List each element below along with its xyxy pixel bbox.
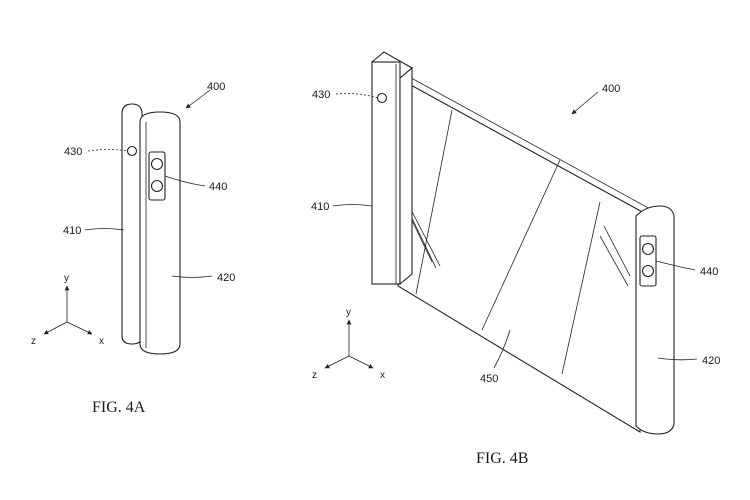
housing-420-b bbox=[635, 205, 675, 435]
label-440-b: 440 bbox=[700, 266, 718, 278]
leader-440-a bbox=[164, 175, 206, 187]
label-440-a: 440 bbox=[209, 181, 227, 193]
housing-420-a bbox=[139, 111, 181, 355]
fig-4b-leaders bbox=[332, 91, 698, 369]
display-reflection-2 bbox=[481, 159, 561, 331]
axis-label-x-b: x bbox=[380, 370, 385, 381]
axis-x-a bbox=[66, 321, 93, 335]
leader-420-b bbox=[657, 357, 698, 361]
axis-z-a bbox=[43, 321, 68, 335]
leader-400-b bbox=[571, 91, 599, 115]
fig-4a-leaders bbox=[84, 89, 213, 278]
leader-440-b bbox=[655, 260, 696, 271]
label-420-a: 420 bbox=[217, 272, 235, 284]
label-430-a: 430 bbox=[64, 146, 82, 158]
display-450 bbox=[397, 77, 647, 433]
label-420-b: 420 bbox=[702, 355, 720, 367]
label-400-a: 400 bbox=[207, 81, 225, 93]
axis-label-x-a: x bbox=[99, 336, 104, 347]
label-410-b: 410 bbox=[311, 201, 329, 213]
housing-410-a bbox=[121, 103, 143, 345]
axis-label-z-a: z bbox=[31, 336, 36, 347]
leader-410-a bbox=[84, 228, 125, 231]
display-reflection-3 bbox=[561, 201, 601, 375]
camera-lens-bottom-b bbox=[641, 264, 655, 278]
leader-410-b bbox=[332, 204, 373, 207]
leader-430-a bbox=[87, 149, 128, 152]
leader-420-a bbox=[171, 275, 213, 278]
axes-a bbox=[43, 285, 93, 335]
axis-label-y-b: y bbox=[346, 307, 351, 318]
label-400-b: 400 bbox=[602, 83, 620, 95]
sensor-430-a bbox=[126, 145, 138, 157]
housing-410-b-side bbox=[399, 66, 413, 286]
display-reflection-1 bbox=[415, 109, 453, 295]
caption-fig-4a: FIG. 4A bbox=[92, 399, 146, 416]
display-glare-right bbox=[599, 225, 631, 287]
axis-x-b bbox=[348, 355, 374, 369]
leader-430-b bbox=[335, 93, 379, 99]
fig-4a-device bbox=[121, 103, 181, 355]
leader-400-a bbox=[185, 89, 211, 109]
camera-lens-bottom-a bbox=[150, 179, 164, 193]
leader-450 bbox=[493, 329, 511, 369]
label-430-b: 430 bbox=[312, 89, 330, 101]
fig-4b-device bbox=[371, 51, 675, 435]
camera-lens-top-a bbox=[150, 157, 164, 171]
caption-fig-4b: FIG. 4B bbox=[476, 450, 528, 467]
axes-b bbox=[324, 319, 374, 369]
axis-z-b bbox=[324, 355, 350, 369]
label-410-a: 410 bbox=[63, 225, 81, 237]
label-450: 450 bbox=[480, 373, 498, 385]
axis-label-y-a: y bbox=[64, 273, 69, 284]
axis-label-z-b: z bbox=[312, 370, 317, 381]
camera-lens-top-b bbox=[641, 242, 655, 256]
